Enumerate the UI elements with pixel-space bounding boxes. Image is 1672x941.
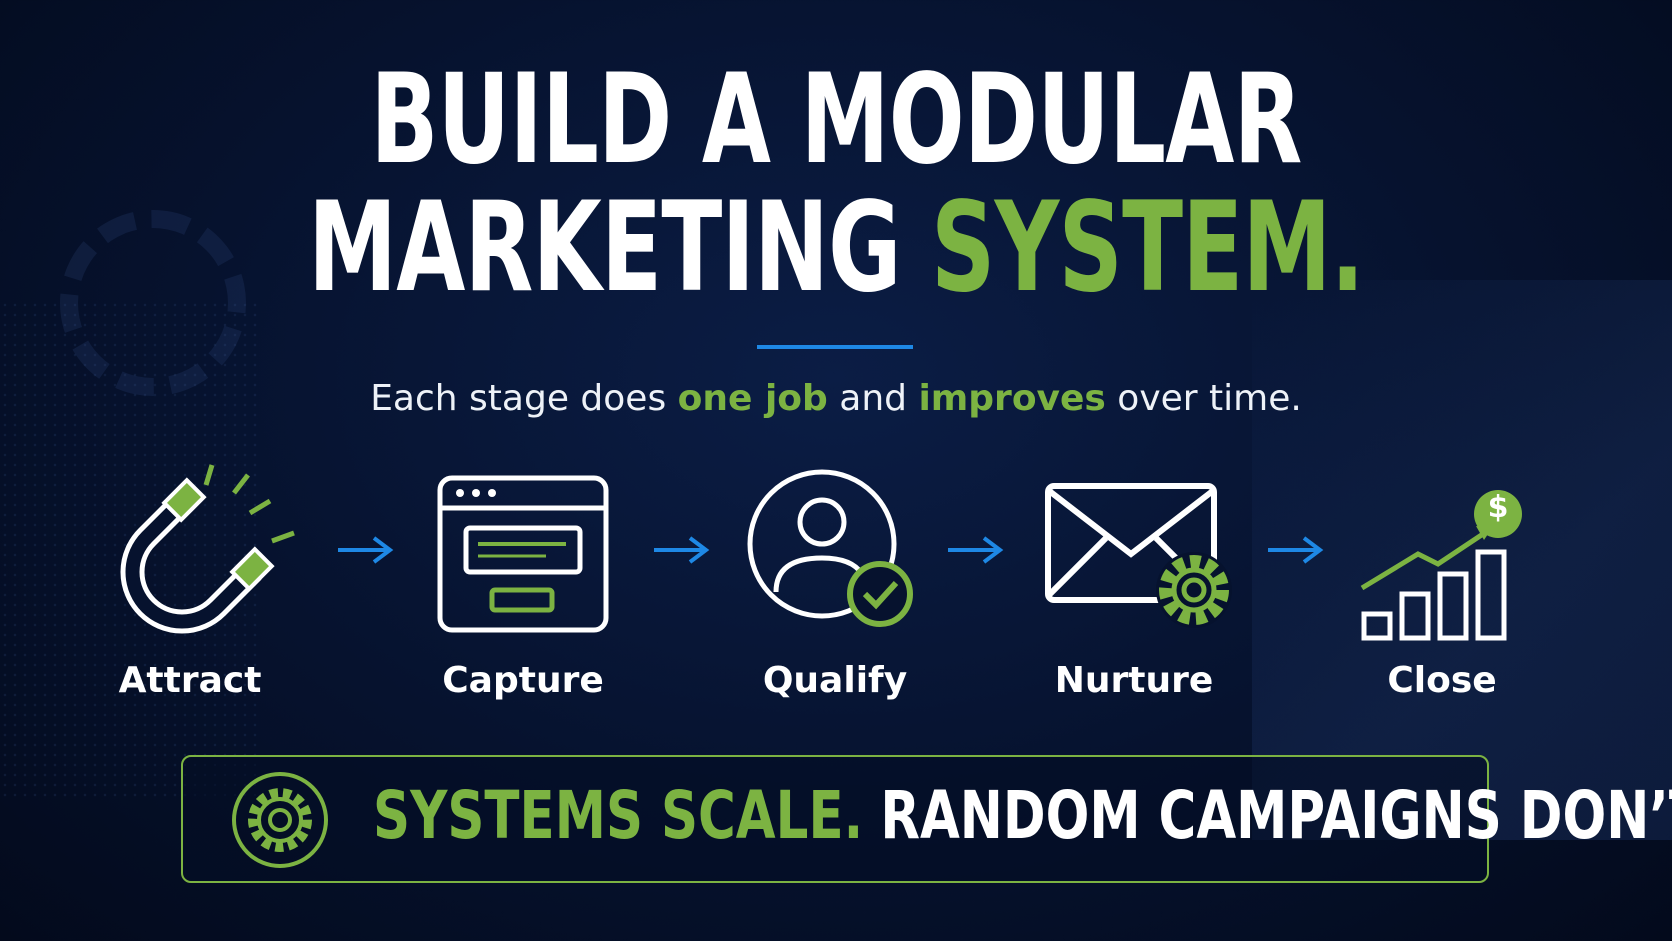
tagline-white: RANDOM CAMPAIGNS DON’T.: [880, 777, 1672, 854]
subtitle-highlight-1: one job: [677, 378, 828, 419]
growth-chart-dollar-icon: [1360, 490, 1522, 641]
headline-line-2-white: MARKETING: [308, 176, 901, 320]
tagline-text: SYSTEMS SCALE.RANDOM CAMPAIGNS DON’T.: [373, 783, 1672, 849]
gear-icon: [232, 772, 328, 868]
stage-label-close: Close: [1387, 660, 1497, 701]
subtitle-highlight-2: improves: [918, 378, 1106, 419]
headline-line-2: MARKETING SYSTEM.: [234, 186, 1438, 310]
user-check-icon: [747, 469, 913, 627]
stage-label-qualify: Qualify: [762, 660, 908, 701]
arrow-right-icon: [654, 536, 710, 564]
headline-line-1-text: BUILD A MODULAR: [370, 48, 1302, 192]
stage-label-attract: Attract: [118, 660, 262, 701]
subtitle: Each stage does one job and improves ove…: [0, 378, 1672, 419]
dollar-sign: $: [1487, 490, 1509, 525]
envelope-gear-icon: [1045, 483, 1232, 628]
arrow-right-icon: [1268, 536, 1324, 564]
background-machinery: [1252, 280, 1672, 840]
arrow-right-icon: [948, 536, 1004, 564]
headline-line-2-green: SYSTEM.: [930, 176, 1365, 320]
stage-label-capture: Capture: [442, 660, 604, 701]
stage-label-nurture: Nurture: [1054, 660, 1214, 701]
browser-form-icon: [437, 475, 609, 633]
tagline-green: SYSTEMS SCALE.: [373, 777, 864, 854]
headline-divider: [757, 345, 913, 349]
magnet-icon: [120, 464, 295, 634]
subtitle-part-1: Each stage does: [370, 378, 678, 419]
tagline-banner: SYSTEMS SCALE.RANDOM CAMPAIGNS DON’T.: [181, 755, 1672, 883]
subtitle-part-3: over time.: [1105, 378, 1302, 419]
subtitle-part-2: and: [827, 378, 919, 419]
background-gear-decoration: [60, 210, 246, 396]
arrow-right-icon: [338, 536, 394, 564]
headline-line-1: BUILD A MODULAR: [234, 58, 1438, 182]
